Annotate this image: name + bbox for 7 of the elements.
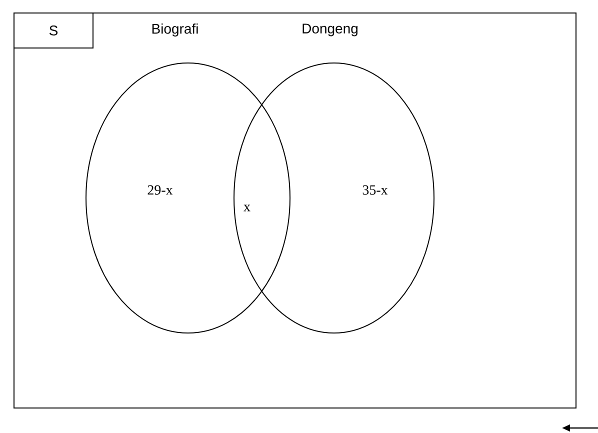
set-name: Dongeng (302, 24, 358, 36)
region-value: x (244, 204, 250, 212)
universe-rectangle (14, 12, 576, 408)
set-label-box: S (14, 12, 94, 48)
region-value: 29-x (148, 185, 173, 195)
set-name: Biografi (152, 23, 198, 37)
region-value: 35-x (362, 185, 388, 195)
